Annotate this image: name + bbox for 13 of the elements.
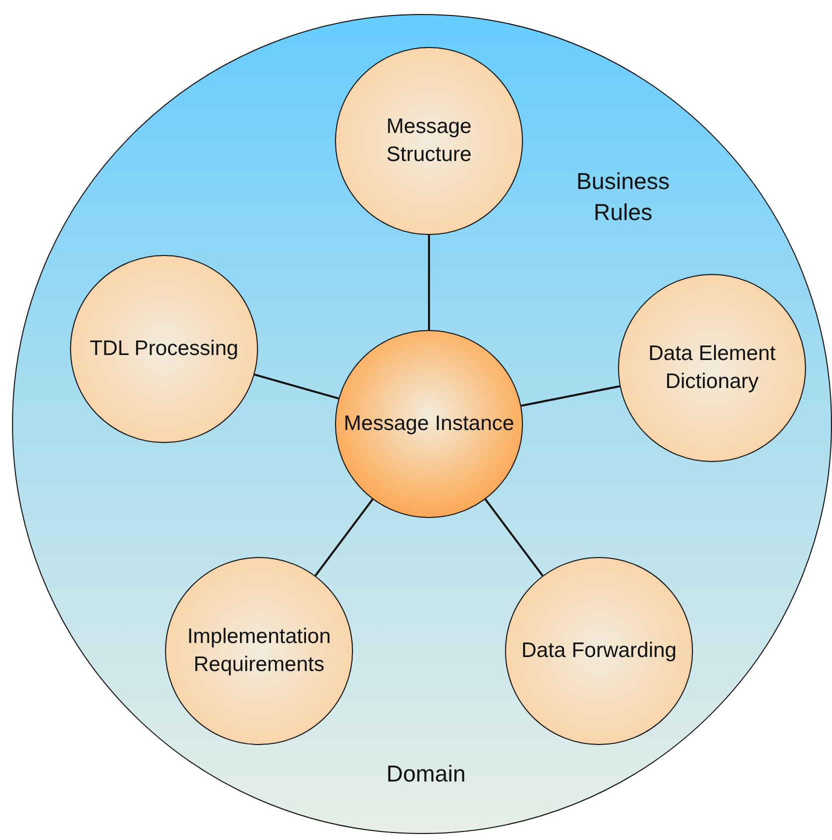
circle-label: Message Instance [342,411,516,437]
circle-label: TDL Processing [88,336,240,362]
connector-line [484,498,544,576]
region-label: Domain [385,760,467,788]
region-label: Business Rules [575,167,671,227]
connector-line [314,498,374,576]
connector-line [254,374,339,400]
circle-label: Implementation Requirements [186,624,332,678]
connector-line [521,385,620,407]
circle-label: Data Forwarding [520,638,678,664]
circle-label: Message Structure [385,114,473,168]
connector-line [428,235,430,330]
circle-label: Data Element Dictionary [647,341,777,395]
